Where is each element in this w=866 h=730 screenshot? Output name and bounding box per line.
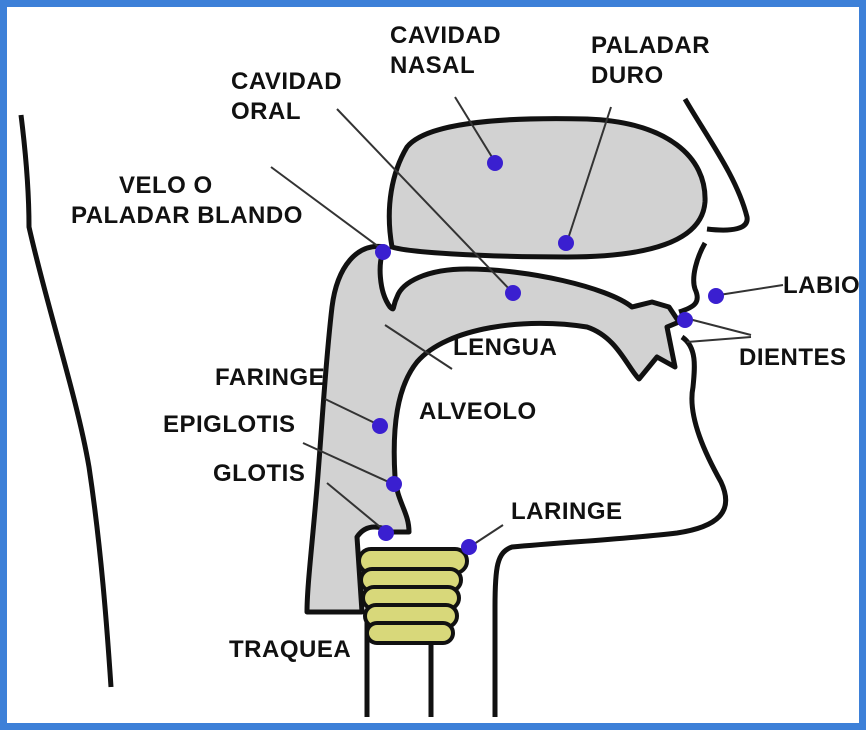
leader-labio <box>719 285 783 295</box>
label-lengua: LENGUA <box>453 333 557 363</box>
label-cavidad-oral-line2: ORAL <box>231 97 342 127</box>
label-velo-line1: VELO O <box>115 171 303 201</box>
label-cavidad-nasal-line2: NASAL <box>390 51 501 81</box>
label-faringe: FARINGE <box>215 363 325 393</box>
upper-lip-outline <box>679 243 705 312</box>
chin-jaw-outline <box>495 337 726 717</box>
trachea-ring <box>367 623 453 643</box>
label-traquea: TRAQUEA <box>229 635 351 665</box>
label-laringe: LARINGE <box>511 497 623 527</box>
label-cavidad-oral: CAVIDAD ORAL <box>231 67 342 127</box>
label-cavidad-nasal: CAVIDAD NASAL <box>390 21 501 81</box>
leader-dientes-upper <box>689 319 751 335</box>
dot-cavidad-nasal <box>487 155 503 171</box>
label-velo: VELO O PALADAR BLANDO <box>115 171 303 231</box>
nasal-cavity-shape <box>389 119 705 257</box>
label-paladar-duro: PALADAR DURO <box>591 31 710 91</box>
dot-faringe <box>372 418 388 434</box>
dot-velo <box>375 244 391 260</box>
label-labio: LABIO <box>783 271 860 301</box>
label-velo-line2: PALADAR BLANDO <box>71 201 303 231</box>
dot-paladar-duro <box>558 235 574 251</box>
dot-epiglotis <box>386 476 402 492</box>
vocal-tract-diagram <box>7 7 866 730</box>
label-paladar-duro-line2: DURO <box>591 61 710 91</box>
leader-dientes-lower <box>687 337 751 342</box>
dot-cavidad-oral <box>505 285 521 301</box>
label-glotis: GLOTIS <box>213 459 305 489</box>
label-epiglotis: EPIGLOTIS <box>163 410 296 440</box>
label-cavidad-oral-line1: CAVIDAD <box>231 67 342 97</box>
label-alveolo: ALVEOLO <box>419 397 537 427</box>
label-paladar-duro-line1: PALADAR <box>591 31 710 61</box>
dot-labio <box>708 288 724 304</box>
dot-glotis <box>378 525 394 541</box>
dot-dientes <box>677 312 693 328</box>
trachea-rings <box>359 549 467 643</box>
dot-laringe <box>461 539 477 555</box>
label-cavidad-nasal-line1: CAVIDAD <box>390 21 501 51</box>
label-dientes: DIENTES <box>739 343 847 373</box>
